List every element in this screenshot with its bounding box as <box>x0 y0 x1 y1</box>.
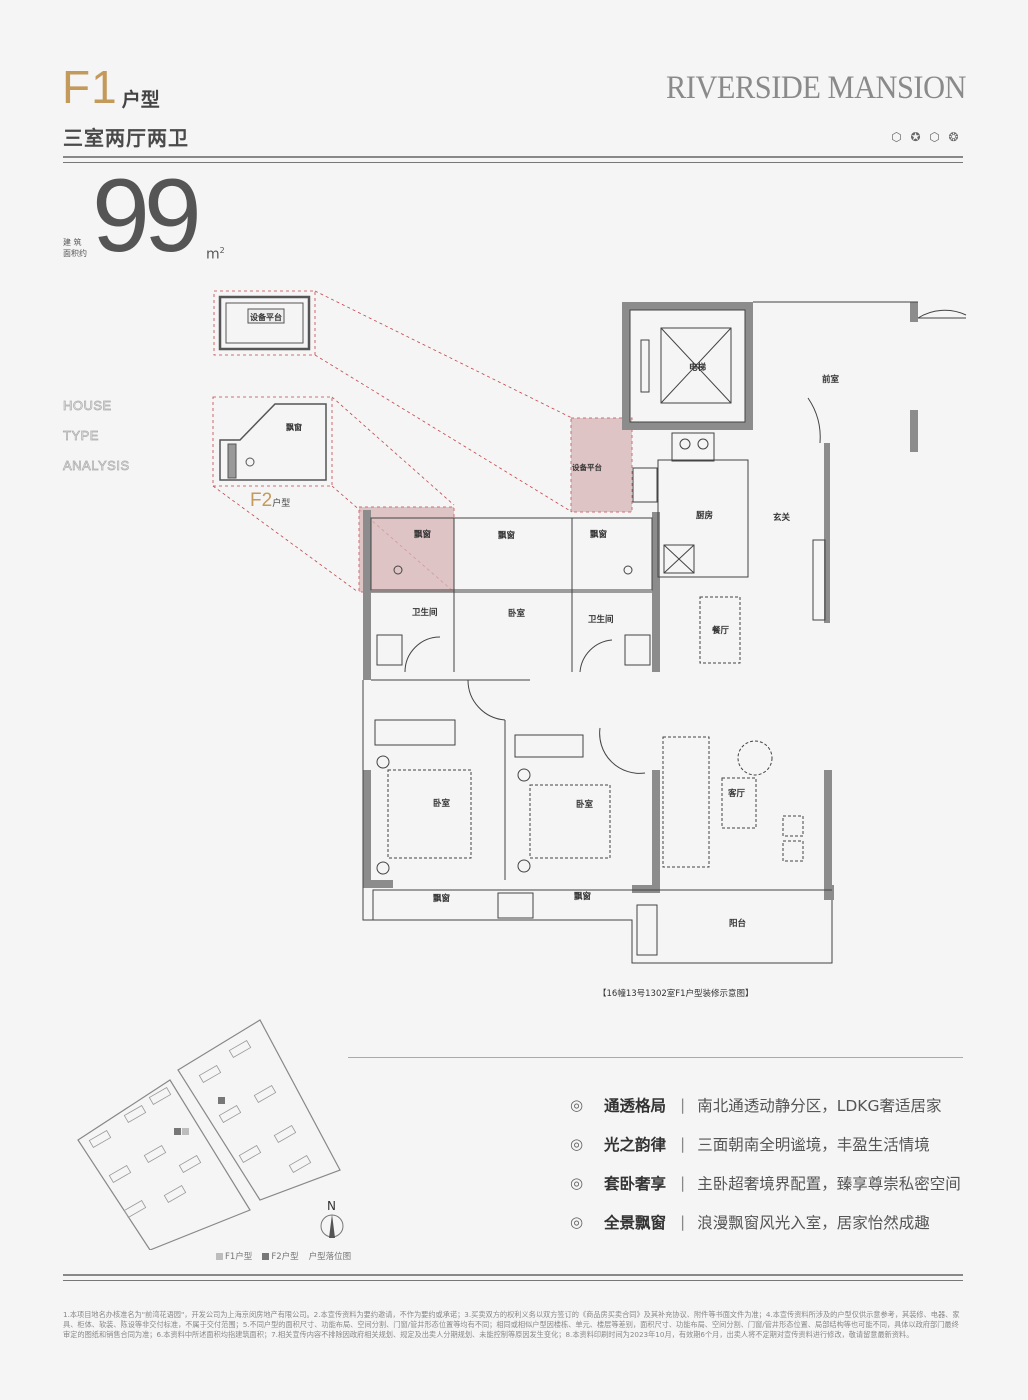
floor-plan: 设备平台 飘窗 <box>212 290 967 964</box>
f2-suffix: 户型 <box>272 498 291 508</box>
room-kitchen: 厨房 <box>696 510 713 521</box>
room-bedroom: 卧室 <box>576 799 594 810</box>
target-icon: ◎ <box>570 1213 584 1231</box>
room-labels: 电梯 前室 厨房 玄关 飘窗 飘窗 飘窗 设备平台 卫生间 卧室 卫生间 餐厅 … <box>412 362 840 929</box>
compass-icon <box>320 1214 344 1238</box>
divider <box>63 162 963 163</box>
separator: | <box>680 1135 686 1153</box>
layout-title: 三室两厅两卫 <box>63 126 189 150</box>
separator: | <box>680 1213 686 1231</box>
legend-title: 户型落位图 <box>308 1252 352 1262</box>
divider <box>63 1280 963 1281</box>
area-unit: m2 <box>206 243 225 263</box>
target-icon: ◎ <box>570 1096 584 1114</box>
divider <box>63 156 963 158</box>
feature-item: ◎ 全景飘窗 | 浪漫飘窗风光入室，居家怡然成趣 <box>570 1211 930 1233</box>
area-value: 99 <box>92 158 202 274</box>
room-bedroom: 卧室 <box>508 608 526 619</box>
target-icon: ◎ <box>570 1135 584 1153</box>
room-foyer: 玄关 <box>773 512 791 523</box>
f2-marker <box>218 1097 225 1104</box>
room-bay-window: 飘窗 <box>590 529 608 540</box>
f2-detail-bay: 飘窗 <box>219 403 327 481</box>
room-bay-window: 飘窗 <box>414 529 432 540</box>
site-legend: F1户型 F2户型 户型落位图 <box>216 1250 351 1262</box>
legend-label: F2户型 <box>271 1252 299 1262</box>
disclaimer: 1.本项目地名办核准名为"前湾花语园"，开发公司为上海京闵房地产有限公司。2.本… <box>63 1310 960 1339</box>
unit-text: m <box>206 246 220 263</box>
site-block-east <box>177 1019 341 1201</box>
separator: | <box>680 1174 686 1192</box>
feature-desc: 浪漫飘窗风光入室，居家怡然成趣 <box>697 1214 930 1232</box>
divider <box>348 1057 963 1058</box>
area-label-line2: 面积约 <box>63 249 87 258</box>
room-bay-window: 飘窗 <box>574 891 592 902</box>
walls <box>363 302 918 900</box>
unit-type-suffix: 户型 <box>121 89 160 111</box>
feature-desc: 南北通透动静分区，LDKG奢适居家 <box>697 1097 942 1115</box>
hexagon-icon: ⬡ <box>929 130 940 144</box>
analysis-word-2: TYPE <box>63 428 99 444</box>
analysis-word-3: ANALYSIS <box>63 458 130 474</box>
site-map: N <box>77 1019 344 1250</box>
f2-bay-label: 飘窗 <box>286 422 302 432</box>
f2-code: F2 <box>250 490 273 511</box>
room-equipment-platform: 设备平台 <box>572 462 602 472</box>
room-elevator: 电梯 <box>689 362 707 373</box>
room-bay-window: 飘窗 <box>498 530 516 541</box>
f2-platform-label: 设备平台 <box>250 312 282 322</box>
feature-title: 光之韵律 <box>604 1136 667 1154</box>
legend-label: F1户型 <box>225 1252 253 1262</box>
feature-title: 全景飘窗 <box>604 1214 667 1232</box>
decor-icons: ⬡ ✪ ⬡ ❂ <box>890 131 960 144</box>
room-lobby: 前室 <box>822 374 840 385</box>
feature-item: ◎ 通透格局 | 南北通透动静分区，LDKG奢适居家 <box>570 1094 941 1116</box>
target-icon: ◎ <box>570 1174 584 1192</box>
f1-marker <box>182 1128 189 1135</box>
analysis-word-1: HOUSE <box>63 398 112 414</box>
room-living: 客厅 <box>727 788 746 799</box>
feature-desc: 三面朝南全明谧境，丰盈生活情境 <box>697 1136 930 1154</box>
area-label-line1: 建 筑 <box>63 238 82 247</box>
feature-item: ◎ 套卧奢享 | 主卧超奢境界配置，臻享尊崇私密空间 <box>570 1172 961 1194</box>
room-bathroom: 卫生间 <box>412 607 438 618</box>
legend-f2: F2户型 <box>262 1250 299 1262</box>
f2-marker <box>174 1128 181 1135</box>
room-bedroom: 卧室 <box>433 798 451 809</box>
feature-title: 通透格局 <box>604 1097 667 1115</box>
f2-detail-platform: 设备平台 <box>218 295 311 351</box>
unit-type-heading: F1 户型 <box>62 61 160 113</box>
plan-caption: 【16幢13号1302室F1户型装修示意图】 <box>598 989 754 999</box>
unit-sup: 2 <box>219 246 225 255</box>
room-dining: 餐厅 <box>711 625 730 636</box>
highlight-bay-window <box>358 506 455 593</box>
feature-title: 套卧奢享 <box>604 1175 667 1193</box>
room-balcony: 阳台 <box>729 918 747 929</box>
room-bathroom: 卫生间 <box>588 614 614 625</box>
brand-logo: RIVERSIDE MANSION <box>666 70 967 106</box>
hexagon-icon: ⬡ <box>891 130 902 144</box>
north-label: N <box>327 1199 336 1213</box>
interior-lines <box>362 301 967 964</box>
feature-desc: 主卧超奢境界配置，臻享尊崇私密空间 <box>697 1175 961 1193</box>
site-buildings <box>88 1039 312 1219</box>
room-bay-window: 飘窗 <box>433 893 451 904</box>
site-block-west <box>77 1079 251 1250</box>
legend-f1: F1户型 <box>216 1250 252 1262</box>
separator: | <box>680 1096 686 1114</box>
area-label: 建 筑 面积约 <box>63 237 91 259</box>
divider <box>63 1274 963 1276</box>
highlight-equipment-platform <box>570 417 633 513</box>
feature-item: ◎ 光之韵律 | 三面朝南全明谧境，丰盈生活情境 <box>570 1133 930 1155</box>
f2-label: F2户型 <box>250 490 290 512</box>
gem-icon: ❂ <box>948 130 959 144</box>
gear-icon: ✪ <box>910 130 921 144</box>
unit-type-code: F1 <box>62 61 118 113</box>
